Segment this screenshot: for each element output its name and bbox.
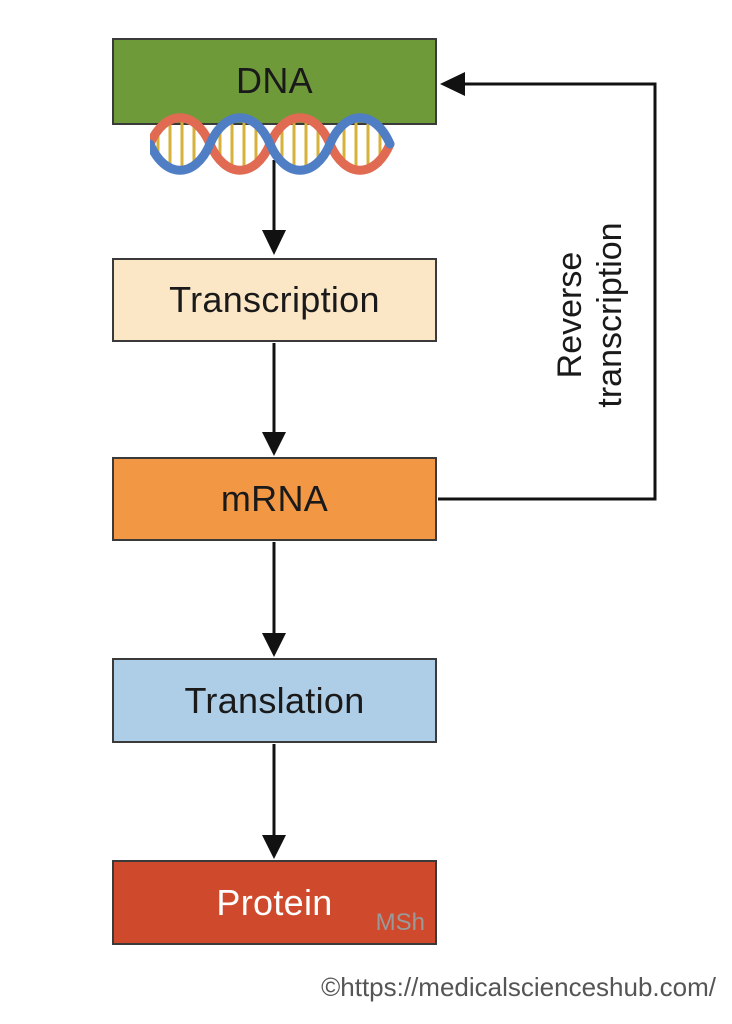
node-transcription: Transcription [112, 258, 437, 342]
arrow-reverse-transcription [438, 82, 657, 501]
node-mrna: mRNA [112, 457, 437, 541]
arrowhead-reverse-transcription [440, 72, 465, 96]
node-dna-label: DNA [236, 60, 313, 101]
reverse-label-line-2: transcription [591, 222, 629, 408]
arrowhead-dna-to-transcription [262, 230, 286, 255]
reverse-transcription-label: Reverse transcription [550, 185, 630, 445]
node-translation-label: Translation [184, 679, 365, 721]
node-translation: Translation [112, 658, 437, 743]
arrowhead-mrna-to-translation [262, 633, 286, 657]
dna-double-helix-icon [150, 113, 395, 175]
msh-watermark: MSh [375, 909, 425, 936]
node-mrna-label: mRNA [220, 478, 329, 519]
arrowhead-translation-to-protein [262, 835, 286, 859]
copyright-footer: ©https://medicalscienceshub.com/ [321, 972, 716, 1002]
node-protein: Protein MSh [112, 860, 437, 945]
node-protein-label: Protein [216, 881, 333, 923]
reverse-label-line-1: Reverse [551, 251, 589, 379]
node-transcription-label: Transcription [169, 279, 380, 320]
node-dna: DNA [112, 38, 437, 125]
arrowhead-transcription-to-mrna [262, 432, 286, 456]
